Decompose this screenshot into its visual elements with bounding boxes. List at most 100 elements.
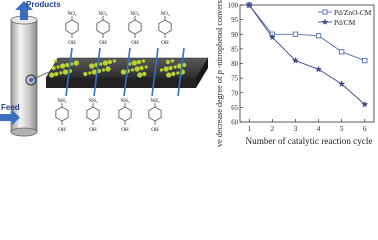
- pd-particle: [107, 59, 112, 65]
- pd-particle: [73, 60, 79, 66]
- pd-particle: [139, 65, 144, 71]
- pd-particle: [163, 66, 169, 72]
- data-point-square: [362, 57, 368, 64]
- hydroxyl-label: OH: [151, 127, 159, 133]
- series-pd-cm: [245, 1, 369, 108]
- x-tick-label: 1: [247, 125, 251, 133]
- y-tick-label: 85: [231, 46, 238, 53]
- pd-particle: [159, 68, 164, 72]
- pd-particle: [102, 60, 108, 66]
- substituent-label: NH₂: [88, 98, 97, 104]
- pd-particle: [70, 62, 74, 66]
- pd-particle: [176, 71, 180, 75]
- benzene-ring: [96, 19, 110, 35]
- data-point-star: [338, 80, 346, 87]
- y-axis-label-part2: -nitrophenol conversion (%): [215, 0, 224, 68]
- pd-particle: [54, 71, 59, 77]
- pd-particle: [131, 60, 137, 66]
- data-point-square: [339, 49, 345, 55]
- pd-particle: [120, 69, 126, 75]
- data-point-star: [361, 100, 369, 108]
- series-line: [248, 4, 366, 105]
- pd-particle: [105, 66, 111, 72]
- pd-particle: [173, 65, 177, 69]
- pd-nanoparticles: [49, 59, 187, 78]
- data-point-star: [268, 33, 276, 41]
- series-line: [248, 4, 365, 62]
- benzene-ring: [86, 106, 100, 122]
- pd-particle: [60, 63, 66, 69]
- flow-line: [151, 47, 159, 97]
- benzene-ring: [128, 19, 142, 35]
- x-tick-label: 3: [294, 125, 298, 133]
- hydroxyl-label: OH: [161, 40, 169, 46]
- pd-particle: [141, 59, 146, 63]
- data-point-star: [321, 18, 329, 25]
- y-tick-label: 95: [231, 17, 238, 24]
- y-tick-label: 90: [231, 32, 238, 39]
- benzene-ring: [158, 19, 172, 35]
- hydroxyl-label: OH: [131, 40, 139, 46]
- pd-particle: [99, 62, 103, 66]
- data-point-square: [322, 9, 328, 15]
- hydroxyl-label: OH: [68, 40, 76, 46]
- benzene-ring: [148, 106, 162, 122]
- hydroxyl-label: OH: [58, 127, 66, 133]
- substituent-label: NH₂: [57, 98, 66, 104]
- legend-label: Pd/ZnO-CM: [334, 8, 372, 17]
- conversion-chart: Relative decrease degree of p -nitrophen…: [215, 0, 375, 147]
- products-arrow: [15, 1, 33, 20]
- y-tick-label: 80: [231, 61, 238, 68]
- data-point-square: [292, 31, 299, 37]
- pd-particle: [137, 72, 143, 78]
- pd-particle: [134, 66, 140, 72]
- substituent-label: NO₂: [130, 11, 139, 17]
- pd-particle: [53, 59, 58, 63]
- y-tick-label: 100: [228, 3, 239, 10]
- x-tick-label: 4: [317, 125, 321, 133]
- y-tick-label: 65: [231, 105, 238, 112]
- pd-particle: [171, 71, 176, 77]
- pd-particle: [91, 69, 97, 75]
- benzene-ring: [65, 19, 79, 35]
- products-label: Products: [26, 0, 61, 9]
- substituent-label: NO₂: [160, 11, 169, 17]
- flow-line: [123, 47, 131, 97]
- data-point-star: [245, 1, 253, 8]
- pd-particle: [130, 68, 135, 72]
- substituent-label: NO₂: [98, 11, 107, 17]
- feed-label: Feed: [1, 103, 20, 112]
- flow-line: [65, 47, 73, 97]
- legend-label: Pd/CM: [334, 18, 356, 27]
- data-point-star: [315, 65, 322, 73]
- substituent-label: NH₂: [120, 98, 129, 104]
- catalytic-membrane: [45, 47, 209, 97]
- hydroxyl-label: OH: [121, 127, 129, 133]
- pd-particle: [62, 69, 68, 75]
- pd-particle: [83, 71, 88, 77]
- pd-particle: [168, 65, 173, 71]
- y-tick-label: 70: [231, 90, 238, 97]
- feed-arrow: [0, 110, 20, 125]
- x-tick-label: 5: [340, 125, 344, 133]
- flow-line: [177, 47, 185, 97]
- pd-particle: [49, 72, 55, 78]
- membrane-pores: [65, 47, 185, 97]
- pd-particle: [166, 72, 172, 78]
- benzene-ring: [118, 106, 132, 122]
- pd-particle: [170, 59, 175, 63]
- y-axis-label-part1: Relative decrease degree of: [215, 74, 224, 147]
- hydroxyl-label: OH: [99, 40, 107, 46]
- pd-particle: [59, 71, 63, 75]
- x-tick-label: 6: [363, 125, 367, 133]
- y-axis-label: Relative decrease degree of p -nitrophen…: [215, 0, 224, 147]
- pd-particle: [144, 65, 148, 69]
- substituent-label: NH₂: [150, 98, 159, 104]
- flow-line: [93, 47, 101, 97]
- x-tick-label: 2: [271, 125, 275, 133]
- pd-particle: [142, 71, 147, 77]
